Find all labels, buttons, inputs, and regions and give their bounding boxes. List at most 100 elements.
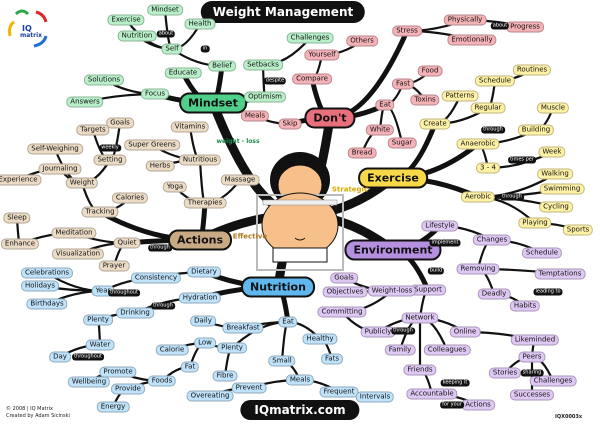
node-experience: Experience: [0, 174, 42, 186]
node-herbs: Herbs: [145, 160, 175, 172]
main-branch-mindset: Mindset: [179, 92, 247, 114]
node-fats: Fats: [320, 353, 344, 365]
node-accountable: Accountable: [406, 388, 458, 400]
node-therapies: Therapies: [183, 197, 227, 209]
node-cycling: Cycling: [539, 201, 573, 213]
node-challenges: Challenges: [286, 32, 334, 44]
node-network: Network: [401, 312, 439, 324]
main-branch-actions: Actions: [168, 229, 232, 251]
node-birthdays: Birthdays: [26, 298, 68, 310]
node-successes: Successes: [509, 389, 555, 401]
node-playing: Playing: [518, 217, 552, 229]
node-goals: Goals: [106, 117, 134, 129]
connector-leading-to: leading to: [533, 288, 563, 296]
node-sugar: Sugar: [387, 137, 417, 149]
website-url: IQmatrix.com: [240, 400, 360, 420]
connector-weekly: weekly: [99, 144, 121, 152]
node-muscle: Muscle: [536, 102, 570, 114]
node-drinking: Drinking: [116, 307, 154, 319]
node-eat: Eat: [278, 316, 298, 328]
node-progress: Progress: [506, 21, 544, 33]
node-health: Health: [184, 18, 216, 30]
node-regular: Regular: [470, 102, 506, 114]
node-daily: Daily: [190, 315, 216, 327]
node-mindset2: Mindset: [147, 4, 183, 16]
connector-keeping: keeping it: [440, 379, 470, 387]
node-fast: Fast: [391, 78, 415, 90]
node-setbacks: Setbacks: [243, 59, 283, 71]
node-fat: Fat: [180, 361, 200, 373]
node-self-weighing: Self-Weighing: [27, 143, 83, 155]
node-low: Low: [194, 337, 216, 349]
node-family: Family: [384, 344, 416, 356]
node-anaerobic: Anaerobic: [456, 138, 500, 150]
node-promote: Promote: [99, 366, 137, 378]
connector-through1: through: [481, 126, 505, 134]
connector-despite: despite: [263, 77, 287, 85]
node-enhance: Enhance: [0, 238, 40, 250]
node-skip: Skip: [278, 118, 302, 130]
node-setting: Setting: [93, 154, 127, 166]
main-branch-exercise: Exercise: [358, 167, 428, 189]
node-removing: Removing: [456, 263, 500, 275]
node-physically: Physically: [443, 14, 487, 26]
main-branch-nutrition: Nutrition: [241, 276, 315, 298]
node-meals: Meals: [285, 374, 315, 386]
connector-build: build: [427, 267, 445, 275]
main-branch-dont: Don't: [304, 107, 356, 129]
node-educate: Educate: [164, 67, 202, 79]
node-water: Water: [85, 339, 115, 351]
connector-throughout2: throughout: [72, 353, 104, 361]
node-nutritious: Nutritious: [178, 154, 222, 166]
node-building: Building: [517, 124, 555, 136]
node-healthy: Healthy: [302, 333, 338, 345]
node-eat: Eat: [375, 99, 395, 111]
node-belief: Belief: [208, 60, 236, 72]
node-visualization: Visualization: [51, 248, 105, 260]
node-frequent: Frequent: [319, 386, 359, 398]
central-figure-illustration: [255, 140, 345, 275]
node-day: Day: [49, 351, 71, 363]
node-exercise: Exercise: [107, 14, 145, 26]
node-stress: Stress: [392, 25, 422, 37]
node-super-greens: Super Greens: [124, 139, 180, 151]
node-yourself: Yourself: [304, 49, 340, 61]
node-changes: Changes: [472, 234, 512, 246]
connector-through2: through: [500, 193, 524, 201]
node-calorie: Calorie: [155, 344, 189, 356]
node-weight-loss: Weight-loss: [367, 285, 417, 297]
node-answers: Answers: [66, 96, 104, 108]
node-massage: Massage: [220, 174, 260, 186]
node-consistency: Consistency: [130, 272, 182, 284]
connector-throughout1: throughout: [108, 289, 140, 297]
node-plenty: Plenty: [83, 314, 113, 326]
node-schedule: Schedule: [521, 247, 563, 259]
node-prayer: Prayer: [98, 260, 130, 272]
node-provide: Provide: [111, 383, 145, 395]
connector-for-your: for your: [440, 401, 464, 409]
node-nutrition: Nutrition: [117, 30, 157, 42]
node-journaling: Journaling: [38, 163, 82, 175]
node-wellbeing: Wellbeing: [67, 376, 111, 388]
node-hydration: Hydration: [178, 292, 222, 304]
node-meals: Meals: [240, 110, 270, 122]
node-focus: Focus: [141, 88, 169, 100]
connector-weight-loss: weight - loss: [216, 138, 260, 145]
connector-strategic: Strategic: [331, 185, 369, 194]
node-solutions: Solutions: [83, 74, 125, 86]
node-emotionally: Emotionally: [447, 34, 497, 46]
node-sleep: Sleep: [3, 212, 31, 224]
node-schedule: Schedule: [474, 75, 516, 87]
node-three-four: 3 - 4: [476, 162, 500, 174]
connector-through: through: [148, 244, 172, 252]
node-optimism: Optimism: [244, 91, 286, 103]
page-title: Weight Management: [200, 1, 366, 23]
node-self: Self: [161, 43, 183, 55]
node-toxins: Toxins: [410, 94, 440, 106]
node-holidays: Holidays: [21, 280, 59, 292]
node-intervals: Intervals: [355, 391, 395, 403]
node-white: White: [365, 124, 395, 136]
connector-times-per: times per: [508, 156, 536, 164]
node-weight: Weight: [65, 177, 99, 189]
node-calories: Calories: [111, 192, 149, 204]
